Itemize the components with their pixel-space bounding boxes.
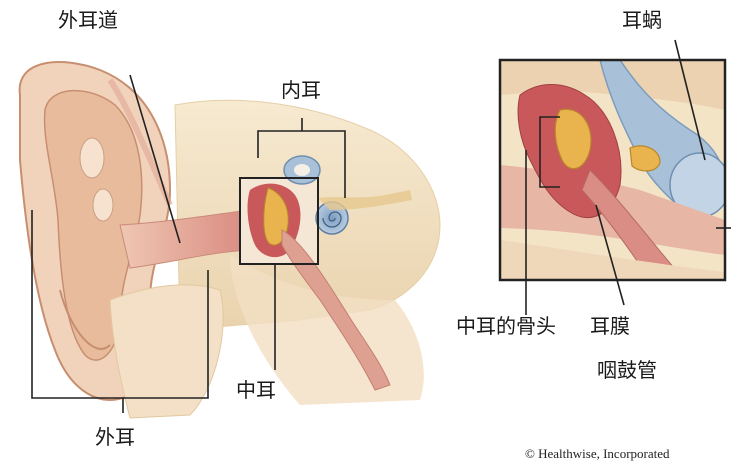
label-cochlea: 耳蜗 bbox=[622, 10, 662, 30]
label-eardrum: 耳膜 bbox=[590, 316, 630, 336]
copyright-notice: © Healthwise, Incorporated bbox=[525, 446, 670, 462]
label-eustachian-tube: 咽鼓管 bbox=[597, 360, 657, 380]
label-inner-ear: 内耳 bbox=[281, 80, 321, 100]
label-outer-ear: 外耳 bbox=[95, 427, 135, 447]
label-outer-ear-canal: 外耳道 bbox=[58, 10, 118, 30]
detail-inset bbox=[500, 60, 730, 280]
label-middle-ear: 中耳 bbox=[236, 380, 276, 400]
label-ossicles: 中耳的骨头 bbox=[456, 316, 556, 336]
